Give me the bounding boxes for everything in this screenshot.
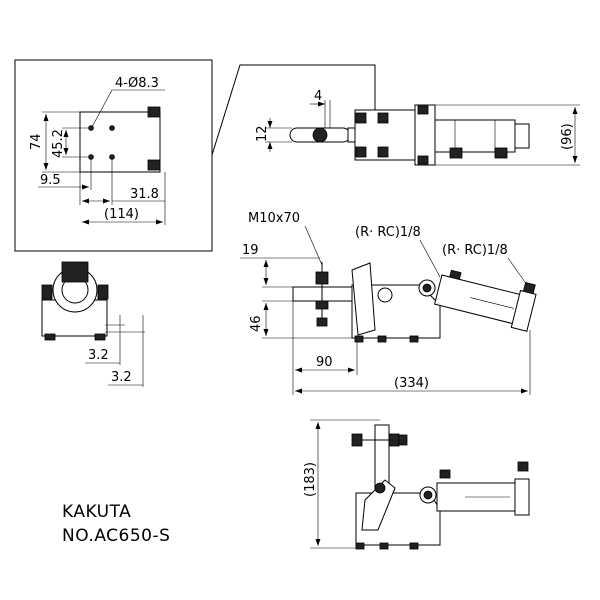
dim-3-2-b-label: 3.2 <box>111 370 132 385</box>
open-pivot <box>374 482 386 494</box>
bolt <box>355 112 367 124</box>
base-plate-detail: 4-Ø8.3 74 45.2 9.5 31.8 (114) <box>14 59 376 252</box>
open-view: (183) <box>303 419 530 550</box>
bolt-leader <box>304 225 323 266</box>
port-label-1: (R· RC)1/8 <box>355 225 421 240</box>
dim-46-label: 46 <box>249 315 264 332</box>
spindle-nut <box>315 271 329 285</box>
spindle-head <box>312 127 328 143</box>
maker-name: KAKUTA <box>62 502 131 522</box>
open-pivot-inner <box>423 490 433 500</box>
bolt <box>355 146 367 158</box>
dim-96-label: (96) <box>560 123 575 150</box>
dim-3-2-a-label: 3.2 <box>88 348 109 363</box>
mount-hole <box>109 154 115 160</box>
open-foot <box>355 542 365 550</box>
corner-bolt-top <box>147 106 161 118</box>
end-bolt <box>97 284 109 300</box>
bolt <box>377 112 389 124</box>
title-block: KAKUTA NO.AC650-S <box>62 502 170 546</box>
dim-114-label: (114) <box>104 207 139 222</box>
port-leader-2 <box>507 257 528 286</box>
base-body <box>354 109 426 161</box>
open-port <box>439 469 451 479</box>
dim-12-label: 12 <box>255 125 270 142</box>
cylinder-cap <box>514 123 530 149</box>
detail-leader-line <box>211 64 376 156</box>
dim-334-label: (334) <box>394 376 429 391</box>
bolt-label: M10x70 <box>248 211 300 226</box>
side-link <box>351 262 376 336</box>
mount-hole <box>109 125 115 131</box>
dim-31-8-label: 31.8 <box>130 187 159 202</box>
open-foot <box>379 542 389 550</box>
spindle-nut <box>315 300 329 310</box>
end-bolt <box>41 284 53 300</box>
side-port <box>522 282 536 295</box>
mount-hole <box>88 154 94 160</box>
dim-183-label: (183) <box>303 462 318 497</box>
model-number: NO.AC650-S <box>62 526 170 546</box>
open-nut <box>388 433 400 447</box>
corner-bolt-bottom <box>147 159 161 171</box>
end-bracket <box>61 261 89 283</box>
cylinder-rod-line <box>470 297 515 309</box>
dim-19-label: 19 <box>242 243 259 258</box>
side-foot <box>409 335 419 343</box>
side-port <box>449 269 462 280</box>
open-cylinder-cap <box>514 478 530 516</box>
bolt <box>417 155 429 165</box>
spindle-tip <box>316 317 328 327</box>
open-foot <box>409 542 419 550</box>
bolt <box>417 105 429 115</box>
dim-45-2-label: 45.2 <box>51 129 66 158</box>
port-fitting <box>494 147 508 159</box>
side-foot <box>354 335 364 343</box>
dim-74-label: 74 <box>29 133 44 150</box>
dim-4-label: 4 <box>314 89 322 104</box>
pivot-pin-inner <box>422 283 432 293</box>
bolt <box>377 146 389 158</box>
port-label-2: (R· RC)1/8 <box>442 243 508 258</box>
cylinder-body <box>434 119 516 153</box>
end-view: 3.2 3.2 <box>41 261 145 387</box>
hole-spec-leader <box>91 89 113 128</box>
top-view: 4 12 (96) <box>255 89 580 166</box>
end-foot <box>94 333 106 341</box>
pivot-pin <box>377 287 393 303</box>
dim-90-label: 90 <box>316 355 333 370</box>
port-leader-1 <box>419 239 441 278</box>
open-nut <box>398 434 408 446</box>
open-port <box>517 461 529 472</box>
port-fitting <box>449 147 463 159</box>
side-foot <box>377 335 387 343</box>
hole-spec-label: 4-Ø8.3 <box>115 76 159 91</box>
detail-frame <box>14 59 213 252</box>
open-nut <box>351 433 363 447</box>
dim-9-5-label: 9.5 <box>40 173 61 188</box>
base-plate-outline <box>79 111 161 173</box>
side-view: M10x70 (R· RC)1/8 (R· RC)1/8 19 46 90 (3… <box>240 211 537 395</box>
end-foot <box>44 333 56 341</box>
